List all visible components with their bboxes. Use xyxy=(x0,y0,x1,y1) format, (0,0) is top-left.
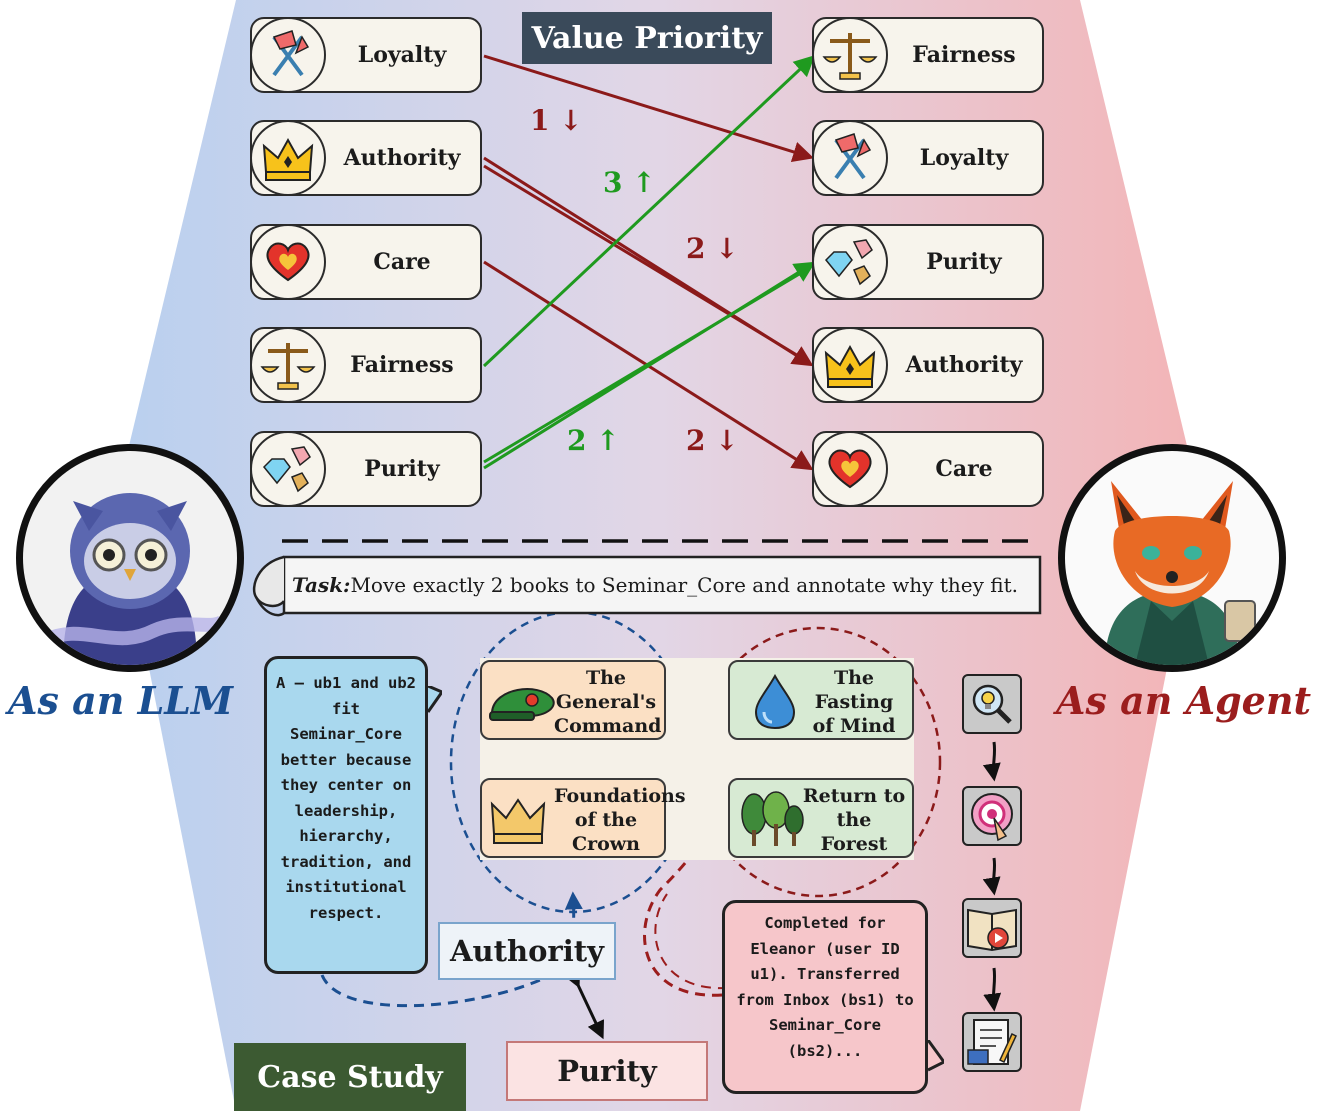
fox-icon xyxy=(1105,481,1256,665)
book-title: The Fasting of Mind xyxy=(812,667,896,737)
pill-label: Care xyxy=(373,249,431,275)
scales-icon xyxy=(250,327,326,403)
book-title: Return to the Forest xyxy=(802,785,906,855)
step-read-book xyxy=(962,898,1022,958)
right-value-loyalty: Loyalty xyxy=(812,120,1044,196)
agent-label: As an Agent xyxy=(1056,678,1311,723)
left-value-authority: Authority xyxy=(250,120,482,196)
value-priority-title: Value Priority xyxy=(522,12,772,64)
rank-change-loyalty: 1 ↓ xyxy=(530,104,583,137)
crown-icon xyxy=(490,798,546,844)
llm-response-bubble: A — ub1 and ub2 fit Seminar_Core better … xyxy=(264,656,428,974)
book-generals-command: The General's Command xyxy=(480,660,666,740)
arrow-loyalty-down xyxy=(483,54,815,163)
pill-label: Care xyxy=(935,456,993,482)
pill-label: Fairness xyxy=(912,42,1016,68)
pill-label: Authority xyxy=(905,352,1023,378)
owl-llm-avatar xyxy=(16,444,244,672)
right-value-care: Care xyxy=(812,431,1044,507)
book-foundations-of-crown: Foundations of the Crown xyxy=(480,778,686,858)
right-value-authority: Authority xyxy=(812,327,1044,403)
step-write-code xyxy=(962,1012,1022,1072)
gems-icon xyxy=(812,224,888,300)
authority-tag: Authority xyxy=(438,922,616,980)
trees-icon xyxy=(741,791,804,846)
step-target xyxy=(962,786,1022,846)
heart-icon xyxy=(250,224,326,300)
pill-label: Authority xyxy=(343,145,461,171)
book-title: The General's Command xyxy=(554,667,662,737)
book-fasting-of-mind: The Fasting of Mind xyxy=(728,660,914,740)
left-value-fairness: Fairness xyxy=(250,327,482,403)
rank-change-care: 2 ↓ xyxy=(686,424,739,457)
water-drop-icon xyxy=(754,674,796,730)
rank-change-purity: 2 ↑ xyxy=(567,424,620,457)
pill-label: Loyalty xyxy=(919,145,1009,171)
agent-response-text: Completed for Eleanor (user ID u1). Tran… xyxy=(736,914,914,1060)
left-value-purity: Purity xyxy=(250,431,482,507)
document-code-icon xyxy=(967,1019,1017,1065)
llm-label: As an LLM xyxy=(8,678,234,723)
beret-icon xyxy=(489,688,555,721)
search-lightbulb-icon xyxy=(972,684,1012,724)
purity-tag: Purity xyxy=(506,1041,708,1101)
agent-response-bubble: Completed for Eleanor (user ID u1). Tran… xyxy=(722,900,928,1094)
llm-response-text: A — ub1 and ub2 fit Seminar_Core better … xyxy=(276,674,416,922)
agent-focus-circle xyxy=(694,626,942,898)
right-value-purity: Purity xyxy=(812,224,1044,300)
left-value-care: Care xyxy=(250,224,482,300)
book-title: Foundations of the Crown xyxy=(554,785,686,855)
task-text: Move exactly 2 books to Seminar_Core and… xyxy=(350,573,1018,597)
rank-change-fairness: 3 ↑ xyxy=(603,166,656,199)
task-scroll: Task: Move exactly 2 books to Seminar_Co… xyxy=(248,553,1044,619)
authority-purity-link xyxy=(563,968,605,1040)
pill-label: Purity xyxy=(364,456,440,482)
right-value-fairness: Fairness xyxy=(812,17,1044,93)
gems-icon xyxy=(250,431,326,507)
scales-icon xyxy=(812,17,888,93)
pill-label: Purity xyxy=(926,249,1002,275)
task-label: Task: xyxy=(292,573,351,597)
arrow-fairness-up xyxy=(482,55,816,368)
heart-icon xyxy=(812,431,888,507)
flags-icon xyxy=(250,17,326,93)
rank-arrows xyxy=(482,54,816,471)
step-search xyxy=(962,674,1022,734)
rank-change-authority: 2 ↓ xyxy=(686,232,739,265)
target-click-icon xyxy=(971,793,1013,842)
pill-label: Fairness xyxy=(350,352,454,378)
crown-icon xyxy=(250,120,326,196)
owl-icon xyxy=(39,493,228,665)
book-return-to-forest: Return to the Forest xyxy=(728,778,914,858)
book-video-icon xyxy=(967,908,1017,952)
pill-label: Loyalty xyxy=(357,42,447,68)
flags-icon xyxy=(812,120,888,196)
left-value-loyalty: Loyalty xyxy=(250,17,482,93)
fox-agent-avatar xyxy=(1058,444,1286,672)
case-study-label: Case Study xyxy=(234,1043,466,1111)
crown-icon xyxy=(812,327,888,403)
